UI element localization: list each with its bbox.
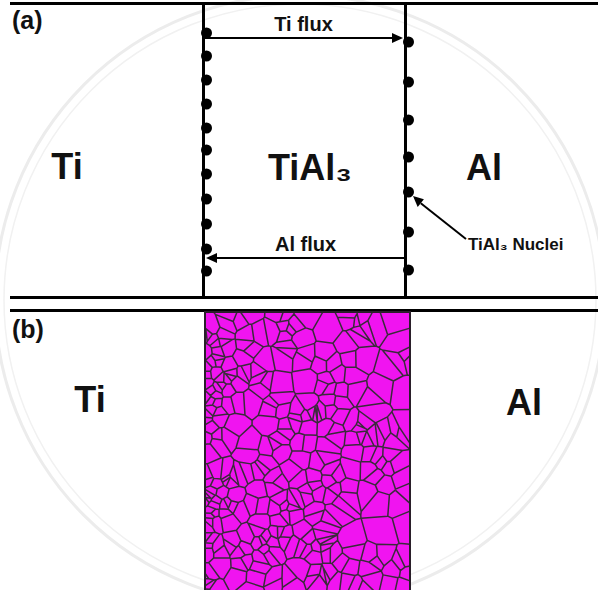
panel-letter: (a)	[12, 7, 43, 35]
arrow-head	[413, 196, 424, 207]
nucleus-dot	[201, 244, 212, 255]
tial3-grain-band	[205, 312, 410, 590]
nucleus-dot	[201, 99, 212, 110]
nucleus-dot	[403, 227, 414, 238]
band-edge	[205, 312, 410, 590]
flux-line	[204, 37, 392, 39]
leader-arrow	[413, 196, 466, 239]
nucleus-dot	[403, 37, 414, 48]
arrow-head	[206, 253, 217, 263]
tial3-nuclei	[201, 28, 414, 277]
region-label: Al	[466, 148, 502, 188]
grain-fill	[205, 312, 410, 590]
grain-boundaries	[205, 312, 410, 590]
aluminium-region: Al	[407, 312, 592, 590]
flux-label: Al flux	[273, 233, 338, 255]
nucleus-dot	[201, 194, 212, 205]
titanium-region: Ti	[10, 312, 202, 590]
region-label: Ti	[51, 147, 82, 187]
region-label: Al	[506, 383, 542, 423]
nucleus-dot	[403, 115, 414, 126]
flux-label: Ti flux	[272, 13, 335, 35]
nucleus-dot	[201, 51, 212, 62]
nucleus-dot	[201, 266, 212, 277]
panel-letter: (b)	[12, 316, 44, 344]
flux-line	[217, 257, 405, 259]
nucleus-dot	[201, 75, 212, 86]
arrow-head	[392, 33, 403, 43]
titanium-region: Ti	[10, 5, 202, 296]
region-label: Ti	[74, 380, 105, 420]
nucleus-dot	[201, 145, 212, 156]
nucleus-dot	[201, 169, 212, 180]
leader-line	[421, 203, 466, 239]
callout-label: TiAl₃ Nuclei	[468, 236, 563, 255]
nucleus-dot	[201, 219, 212, 230]
nucleus-dot	[403, 152, 414, 163]
region-label: TiAl₃	[268, 148, 352, 188]
nucleus-dot	[403, 265, 414, 276]
nucleus-dot	[201, 28, 212, 39]
nucleus-dot	[201, 123, 212, 134]
nucleus-dot	[403, 77, 414, 88]
nucleus-dot	[403, 187, 414, 198]
